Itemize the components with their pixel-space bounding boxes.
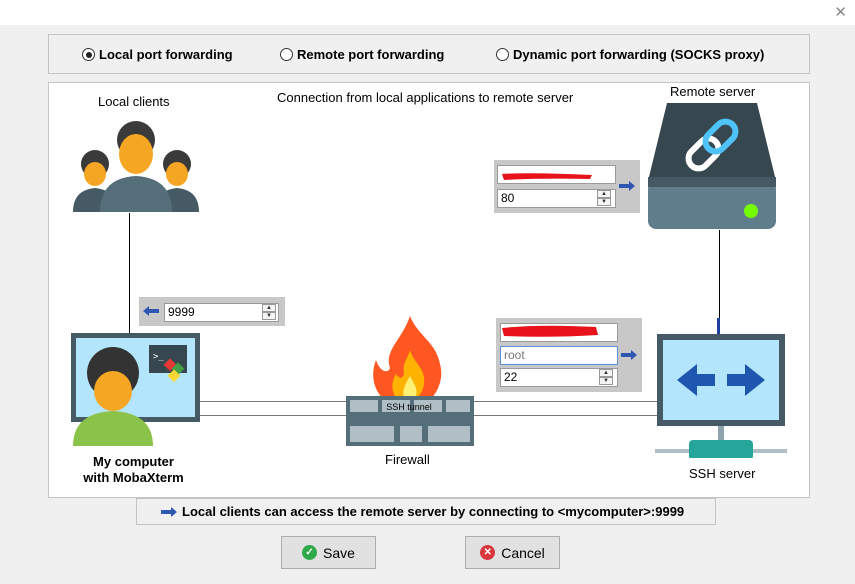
- close-circle-icon: ✕: [480, 545, 496, 560]
- ssh-tunnel-label: SSH tunnel: [386, 402, 432, 412]
- ssh-server-label: SSH server: [689, 466, 756, 481]
- radio-remote-forwarding[interactable]: Remote port forwarding: [280, 47, 444, 62]
- remote-port-field[interactable]: 80: [497, 189, 616, 208]
- ssh-port-value: 22: [504, 370, 518, 384]
- arrow-left-icon: [143, 306, 159, 316]
- cancel-label: Cancel: [501, 544, 545, 561]
- remote-server-icon: [648, 103, 776, 229]
- radio-local-forwarding[interactable]: Local port forwarding: [82, 47, 233, 62]
- info-text: Local clients can access the remote serv…: [182, 504, 685, 519]
- local-port-stepper[interactable]: ▲▼: [262, 304, 276, 320]
- save-label: Save: [323, 544, 355, 561]
- ssh-user-field[interactable]: [500, 346, 618, 365]
- check-icon: ✓: [302, 545, 318, 560]
- title-bar: [0, 0, 855, 25]
- ssh-port-stepper[interactable]: ▲▼: [599, 369, 613, 385]
- radio-label: Local port forwarding: [99, 47, 233, 62]
- forwarding-mode-group: [48, 34, 810, 74]
- arrow-right-icon: [161, 506, 177, 517]
- my-computer-label-line1: My computer: [93, 454, 174, 469]
- connector-line: [719, 230, 720, 318]
- ssh-user-input[interactable]: [504, 347, 614, 363]
- svg-text:>_: >_: [153, 352, 164, 362]
- connector-line: [717, 318, 720, 335]
- radio-label: Dynamic port forwarding (SOCKS proxy): [513, 47, 765, 62]
- close-icon[interactable]: ✕: [834, 4, 847, 21]
- cancel-button[interactable]: ✕ Cancel: [465, 536, 560, 569]
- local-port-value: 9999: [168, 305, 195, 319]
- info-bar: Local clients can access the remote serv…: [136, 498, 716, 525]
- radio-unselected-icon[interactable]: [280, 48, 293, 61]
- remote-port-value: 80: [501, 191, 515, 205]
- firewall-icon: [346, 316, 474, 446]
- my-computer-label-line2: with MobaXterm: [83, 470, 184, 485]
- arrow-right-icon: [621, 350, 637, 360]
- diagram-heading: Connection from local applications to re…: [277, 90, 574, 105]
- remote-port-stepper[interactable]: ▲▼: [597, 190, 611, 206]
- connector-line: [129, 213, 130, 334]
- my-computer-label: My computer with MobaXterm: [71, 454, 196, 486]
- local-port-field[interactable]: 9999: [164, 303, 279, 322]
- radio-selected-icon[interactable]: [82, 48, 95, 61]
- radio-unselected-icon[interactable]: [496, 48, 509, 61]
- redaction-mark: [502, 173, 592, 180]
- ssh-server-icon: [655, 334, 787, 458]
- radio-label: Remote port forwarding: [297, 47, 445, 62]
- save-button[interactable]: ✓ Save: [281, 536, 376, 569]
- remote-server-label: Remote server: [670, 84, 756, 99]
- arrow-right-icon: [619, 181, 635, 191]
- my-computer-icon: >_: [71, 333, 200, 446]
- ssh-port-field[interactable]: 22: [500, 368, 618, 387]
- radio-dynamic-forwarding[interactable]: Dynamic port forwarding (SOCKS proxy): [496, 47, 764, 62]
- local-clients-icon: [73, 121, 199, 212]
- redaction-mark: [502, 325, 598, 337]
- local-clients-label: Local clients: [98, 94, 170, 109]
- firewall-label: Firewall: [385, 452, 430, 467]
